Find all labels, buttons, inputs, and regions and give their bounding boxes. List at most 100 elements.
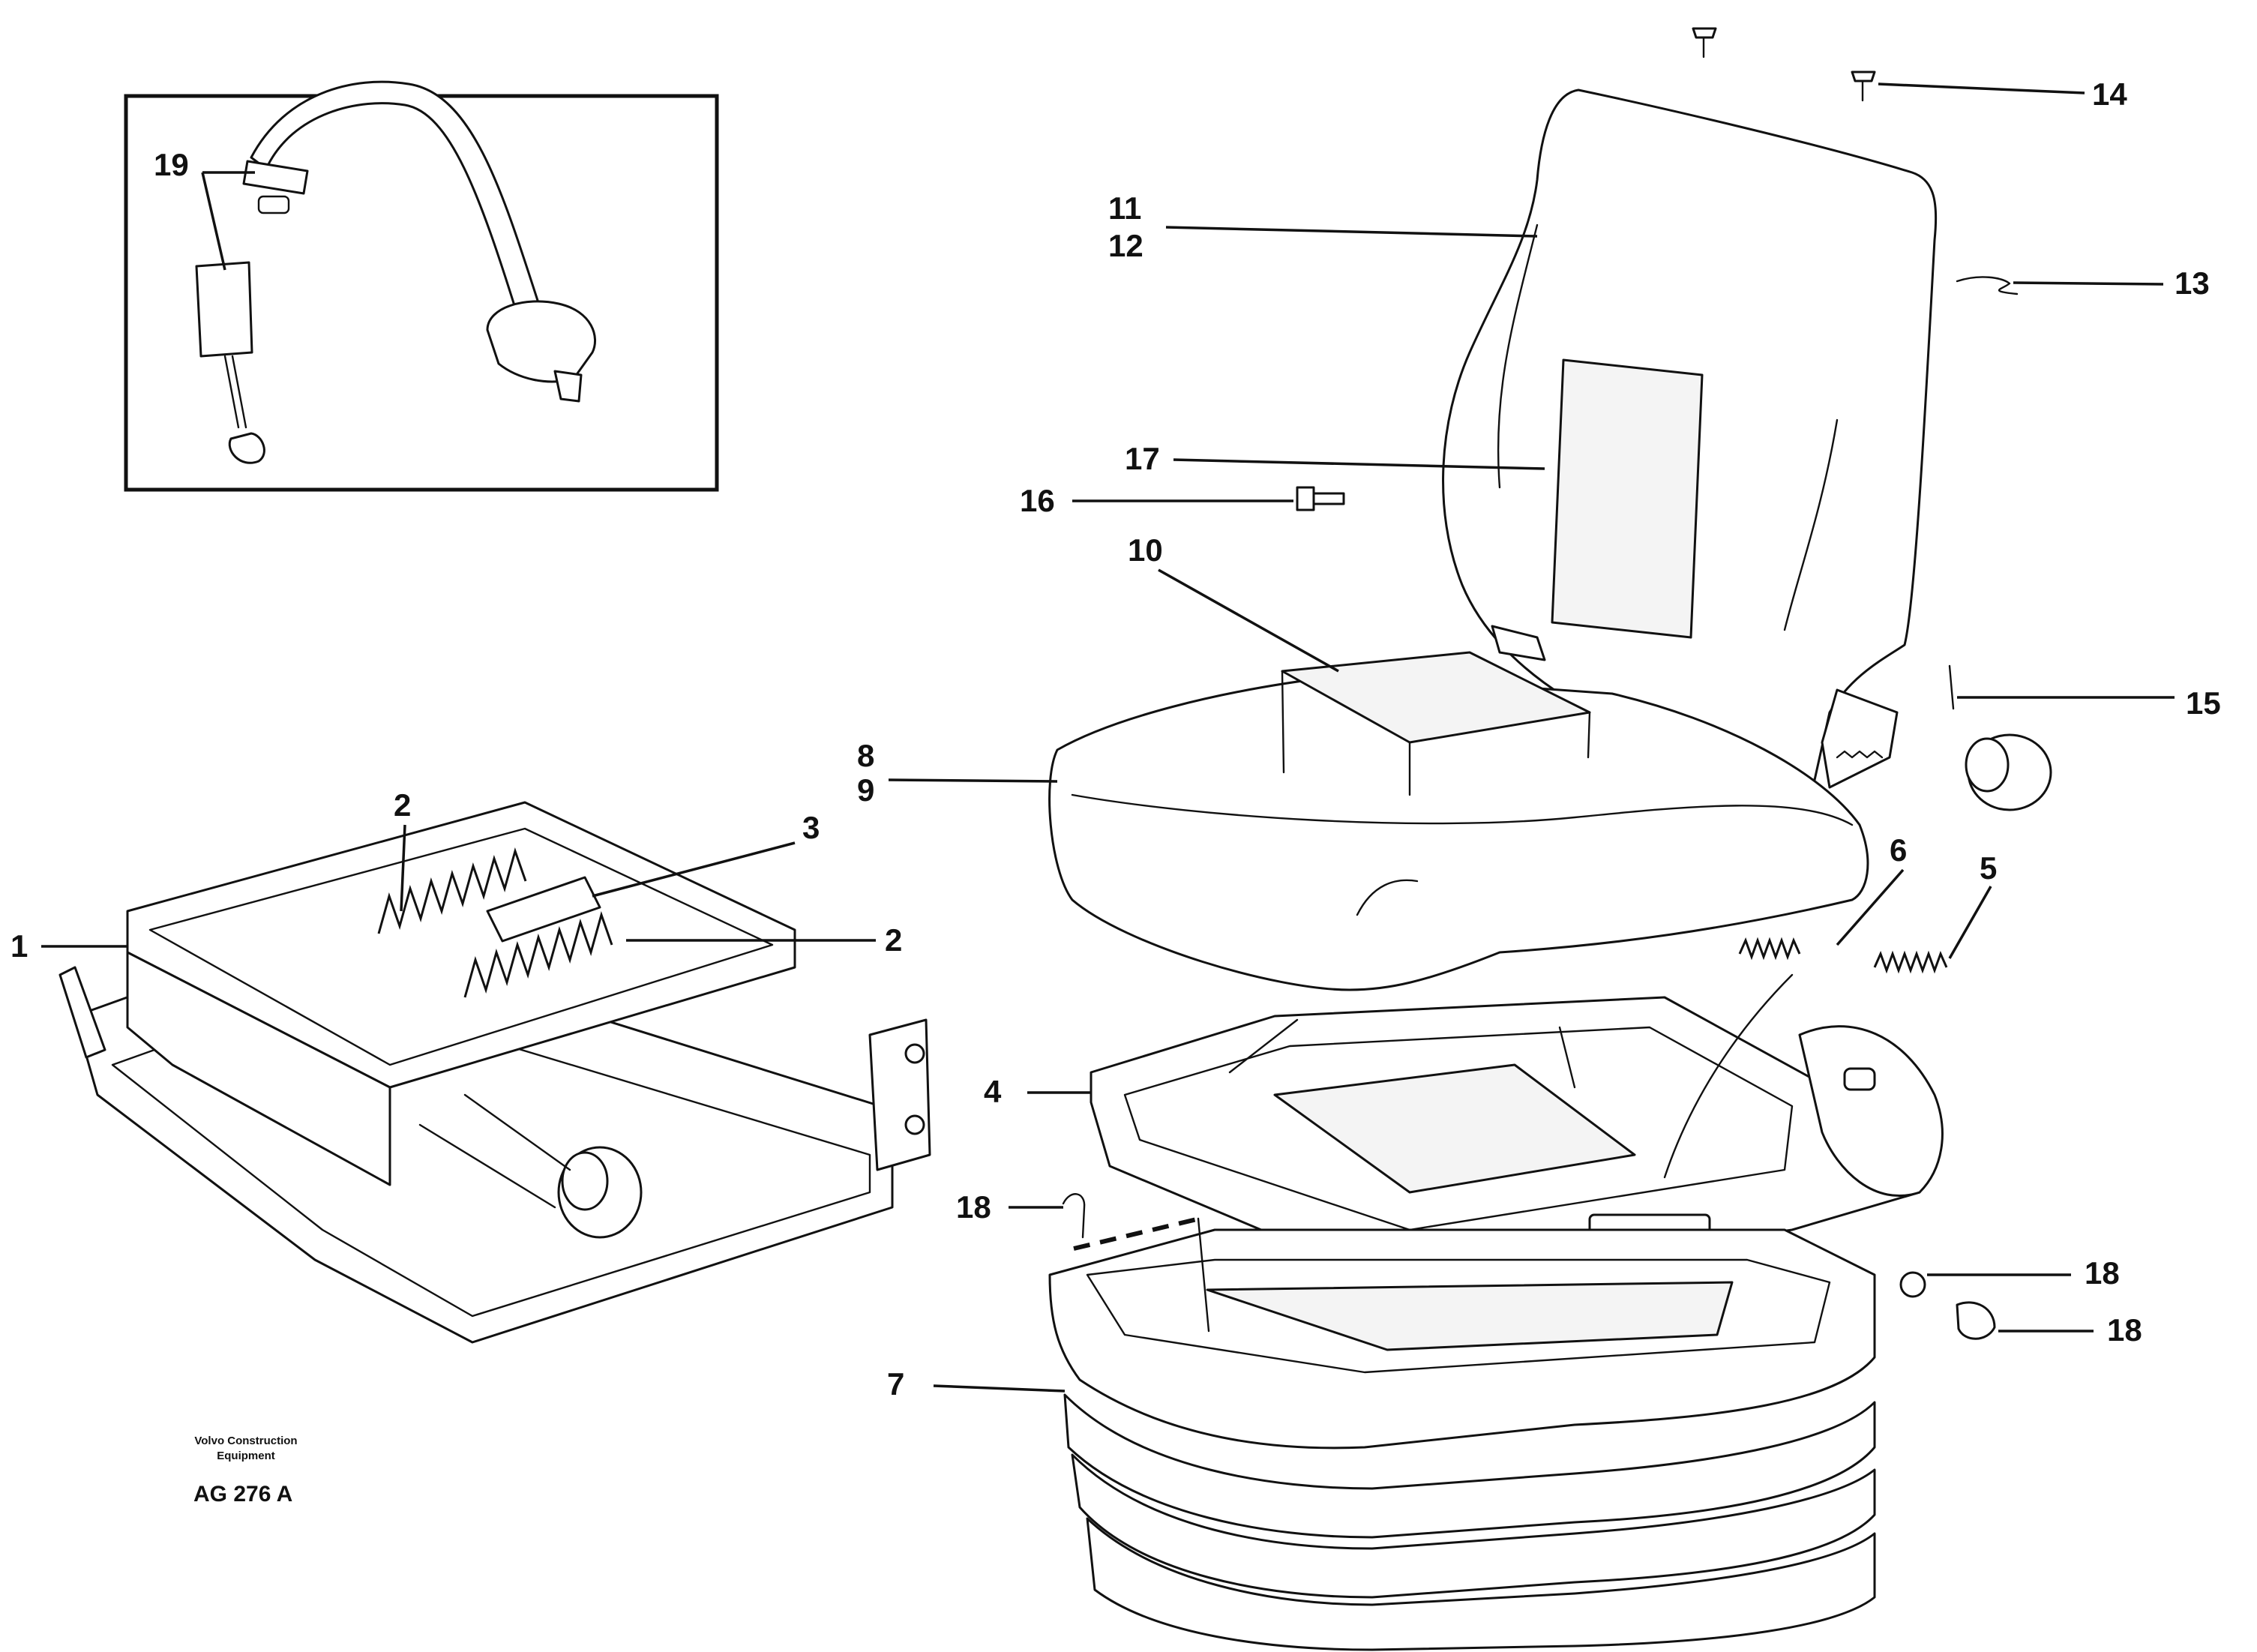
seat-belt-inset: 19 — [124, 80, 719, 492]
mechanism-top-inner — [148, 827, 774, 1066]
leader-5 — [1948, 886, 1992, 959]
callout-15: 15 — [2186, 685, 2221, 721]
leader-10 — [1158, 568, 1339, 673]
clip-13 — [1956, 276, 2019, 295]
bracket-bolt-2 — [904, 1114, 925, 1135]
bolt-16 — [1296, 486, 1315, 511]
leader-3 — [592, 841, 796, 898]
bellows-floor — [1206, 1281, 1734, 1351]
cushion-top-edge — [1071, 793, 1854, 826]
belt-buckle — [195, 261, 253, 358]
frame-links — [1228, 1018, 1576, 1089]
credit-line-1: Volvo Construction — [194, 1435, 297, 1447]
spring-2-lower — [463, 911, 613, 998]
belt-tongue — [242, 160, 309, 195]
ratchet-teeth — [1836, 750, 1884, 759]
spring-2-upper — [377, 847, 527, 934]
seat-pad-sides — [1281, 670, 1591, 796]
lumbar-panel — [1551, 358, 1704, 639]
callout-13: 13 — [2175, 265, 2210, 301]
callout-12: 12 — [1108, 228, 1143, 263]
bracket-bolt-1 — [904, 1043, 925, 1064]
clip-18-left — [1062, 1193, 1086, 1239]
callout-18-right-2: 18 — [2107, 1312, 2142, 1348]
bellows-fold-1 — [1063, 1393, 1876, 1539]
leader-11 — [1165, 226, 1538, 238]
belt-retractor — [486, 300, 596, 383]
suspension-base-assembly: 7 18 18 18 — [887, 1189, 2142, 1651]
callout-7: 7 — [887, 1366, 904, 1402]
clip-18-right — [1956, 1301, 1996, 1340]
damper-3 — [486, 876, 601, 943]
leader-8 — [888, 778, 1058, 783]
drawing-credit: Volvo Construction Equipment AG 276 A — [193, 1435, 298, 1507]
mechanism-bracket — [868, 1018, 931, 1171]
callout-17: 17 — [1125, 441, 1160, 476]
seat-frame-assembly: 4 — [984, 973, 1944, 1288]
mechanism-lever — [58, 966, 106, 1059]
leader-17 — [1173, 458, 1545, 470]
credit-line-2: Equipment — [217, 1450, 275, 1462]
callout-5: 5 — [1980, 850, 1997, 886]
mechanism-side — [126, 951, 391, 1186]
knob-15-face — [1965, 737, 2010, 793]
adjust-lever — [1798, 1025, 1944, 1197]
buckle-cable-2 — [231, 355, 247, 429]
callout-11: 11 — [1108, 190, 1141, 226]
callout-14: 14 — [2092, 76, 2127, 112]
leader-6 — [1836, 868, 1905, 946]
callout-19: 19 — [154, 147, 189, 182]
seat-frame-panel — [1273, 1063, 1636, 1194]
seat-cushion-assembly: 10 8 9 — [857, 532, 1869, 991]
screw-top-2 — [1851, 70, 1876, 82]
buckle-cable — [223, 355, 240, 429]
lumbar-bracket — [1491, 625, 1546, 661]
callout-6: 6 — [1890, 832, 1907, 868]
tongue-slot — [257, 195, 290, 214]
lever-slot — [1843, 1067, 1876, 1091]
retractor-mount — [553, 370, 583, 403]
dashed-connector — [1073, 1216, 1200, 1251]
cable-6 — [1663, 973, 1794, 1179]
seat-frame-inner — [1123, 1026, 1794, 1231]
connector-drop — [1197, 1217, 1210, 1333]
cushion-pleat — [1356, 879, 1419, 916]
drawing-code: AG 276 A — [193, 1482, 292, 1507]
callout-2-lower: 2 — [885, 922, 902, 958]
callout-3: 3 — [802, 810, 820, 845]
backrest-seam-2 — [1783, 418, 1839, 631]
callout-2-upper: 2 — [394, 787, 411, 823]
recline-ratchet — [1821, 688, 1899, 789]
suspension-mechanism: 1 2 3 2 — [10, 787, 931, 1344]
callout-16: 16 — [1020, 483, 1055, 518]
small-parts-top: 14 13 16 15 — [1020, 27, 2221, 811]
screw-top-1 — [1692, 27, 1717, 39]
callout-9: 9 — [857, 772, 874, 808]
buckle-anchor — [228, 432, 265, 464]
leader-14 — [1878, 82, 2085, 94]
nut-18 — [1899, 1271, 1926, 1298]
callout-8: 8 — [857, 738, 874, 773]
leader-13 — [2013, 281, 2164, 286]
backrest-seam — [1497, 223, 1539, 489]
leader-7 — [933, 1384, 1066, 1393]
bolt-16-shank — [1312, 492, 1345, 505]
leader-19b — [201, 172, 226, 271]
pin-15 — [1948, 664, 1955, 710]
callout-10: 10 — [1128, 532, 1163, 568]
spring-6 — [1738, 937, 1801, 961]
spring-5 — [1873, 950, 1948, 974]
height-knob-face — [561, 1151, 609, 1211]
springs-5-6: 6 5 — [1738, 832, 1997, 974]
belt-strap — [250, 80, 541, 316]
callout-1: 1 — [10, 928, 28, 964]
callout-18-left: 18 — [956, 1189, 991, 1225]
knob-shaft — [418, 1093, 571, 1209]
bellows-base — [1086, 1517, 1876, 1651]
callout-4: 4 — [984, 1074, 1002, 1109]
callout-18-right-1: 18 — [2085, 1255, 2120, 1291]
backrest-assembly: 11 12 17 — [1108, 88, 1938, 789]
bellows-fold-2 — [1071, 1453, 1876, 1599]
bellows-rim — [1086, 1258, 1831, 1374]
